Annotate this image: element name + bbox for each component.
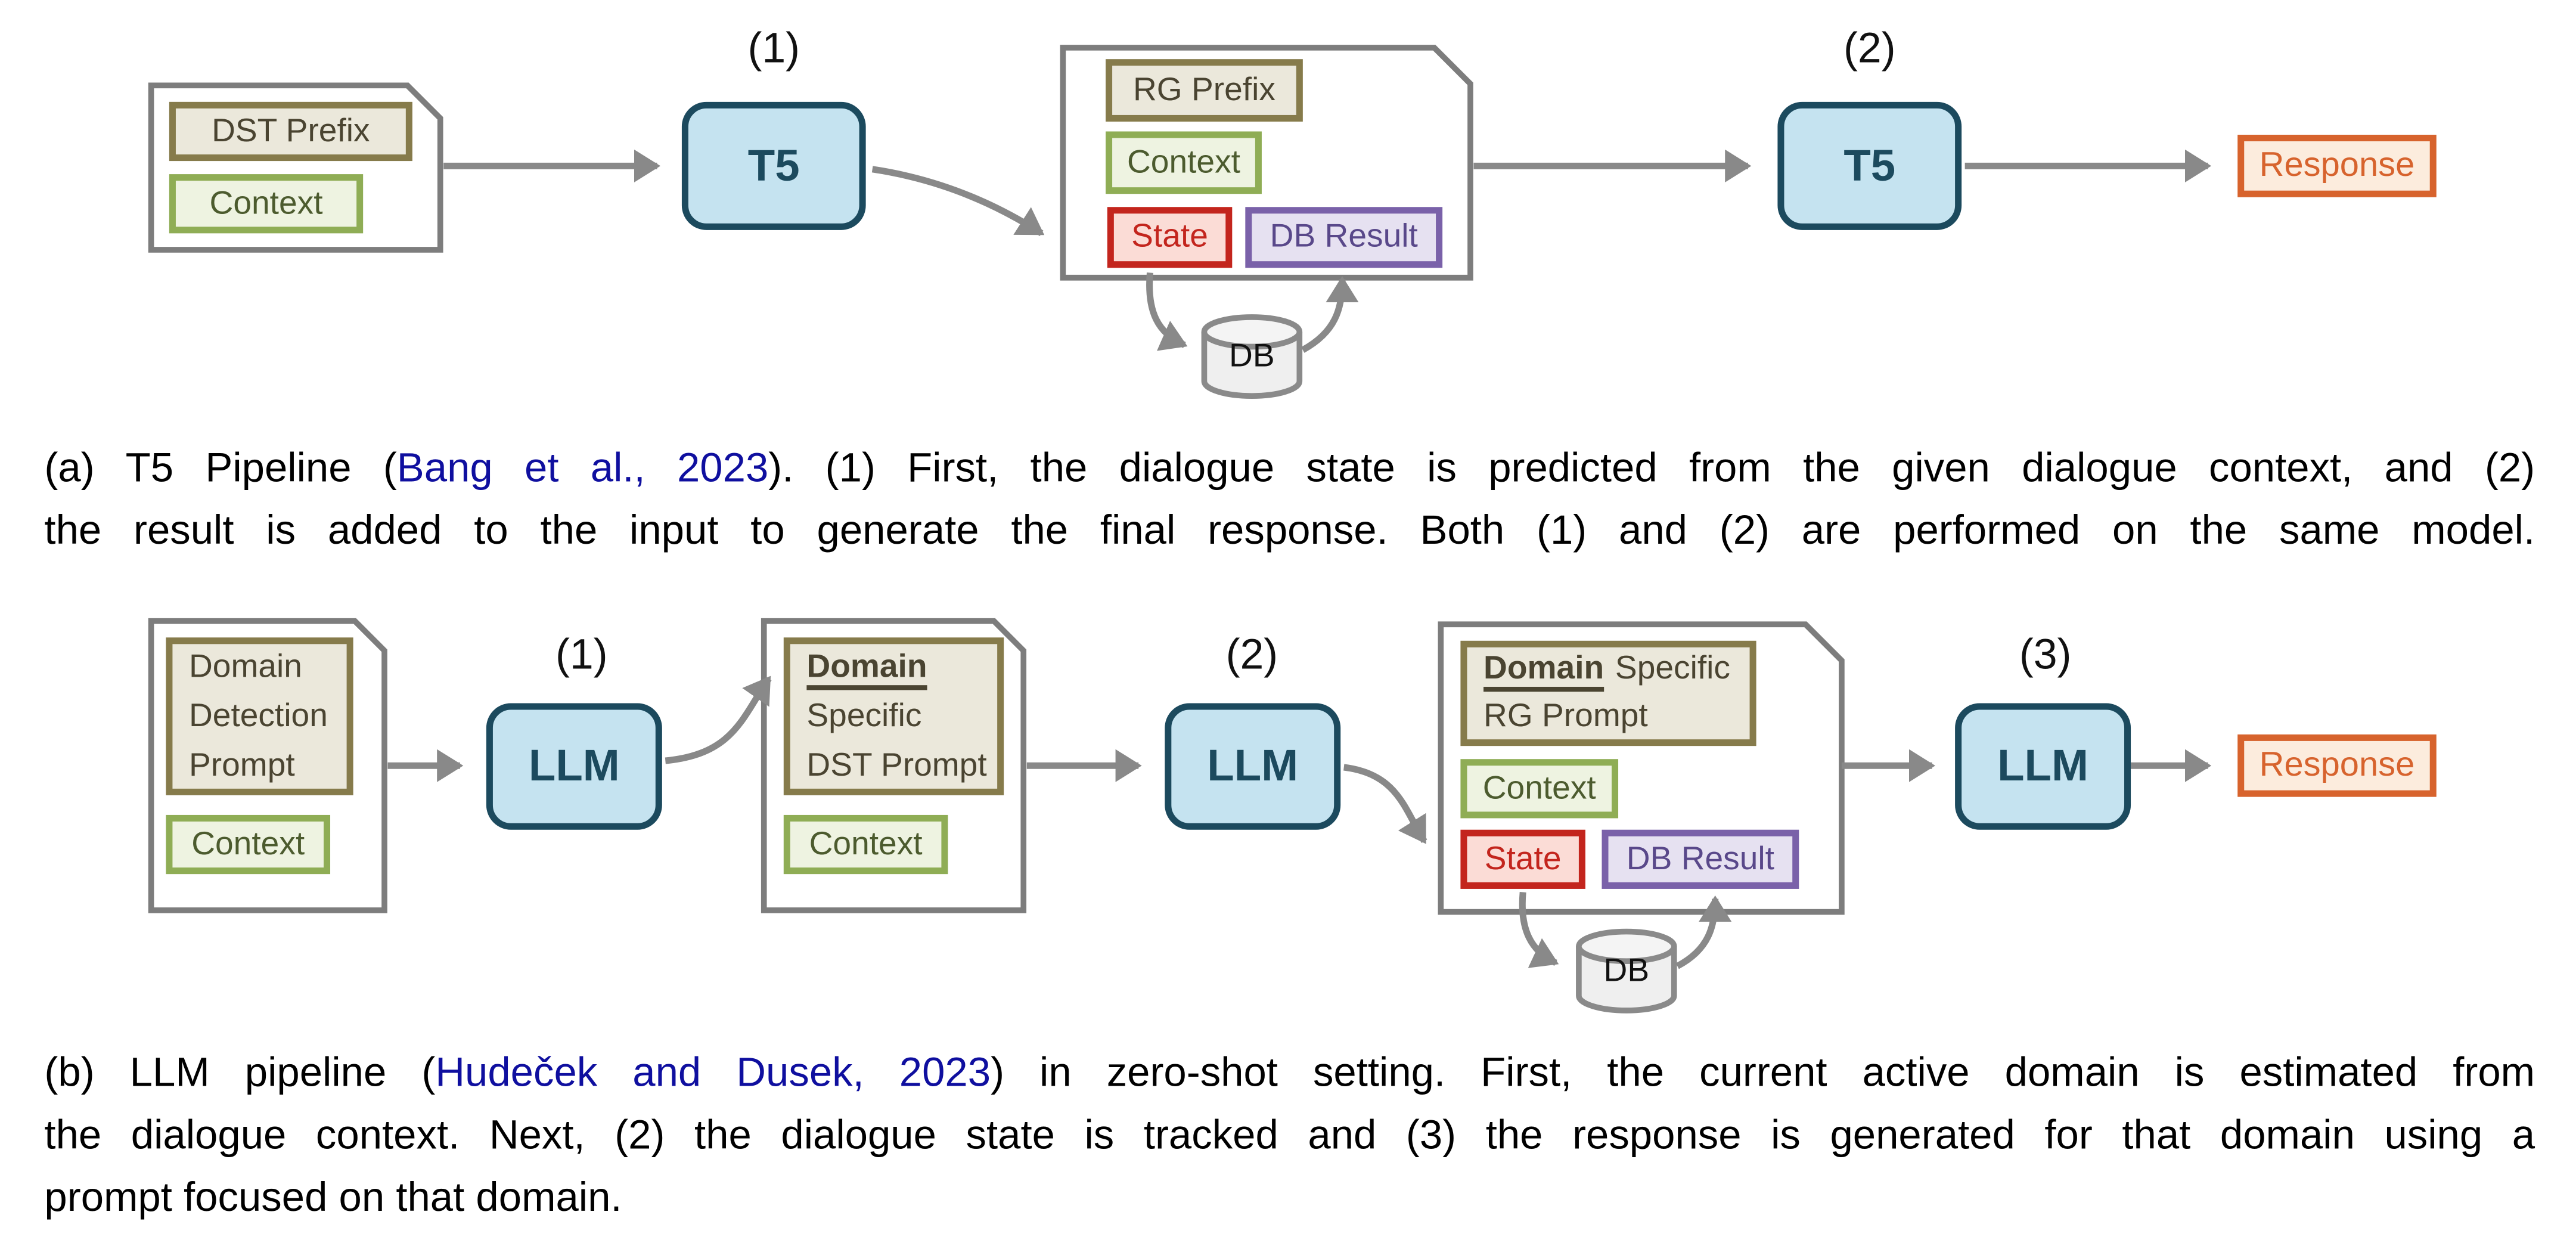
context-box-b3: Context: [1460, 759, 1619, 819]
citation-link-bang-2023[interactable]: Bang et al., 2023: [396, 445, 769, 492]
step-label-a2: (2): [1843, 23, 1896, 73]
rg-prompt-line2: RG Prompt: [1483, 698, 1648, 735]
arrow-llm1-to-domain: [665, 675, 772, 764]
db-result-box-a: DB Result: [1245, 207, 1443, 268]
caption-a: (a) T5 Pipeline (Bang et al., 2023). (1)…: [44, 437, 2535, 562]
step-label-b3: (3): [2019, 629, 2072, 679]
llm-model-box-1: LLM: [486, 703, 662, 830]
llm-model-box-2: LLM: [1165, 703, 1341, 830]
response-box-a: Response: [2237, 134, 2437, 197]
arrow-llm2-to-state: [1343, 764, 1427, 844]
dst-prompt-line3: DST Prompt: [806, 747, 987, 784]
state-box-b: State: [1460, 829, 1585, 889]
t5-model-box-2: T5: [1777, 101, 1962, 230]
db-cylinder-b: [1576, 928, 1677, 1014]
domain-detection-line2: Detection: [188, 698, 328, 735]
db-result-box-b: DB Result: [1602, 829, 1799, 889]
context-box-b2: Context: [783, 814, 948, 875]
caption-b-line2: the dialogue context. Next, (2) the dial…: [44, 1112, 2535, 1158]
db-label-a: DB: [1229, 338, 1275, 375]
step-label-b1: (1): [555, 629, 608, 679]
caption-b-line1: (b) LLM pipeline (Hudeček and Dusek, 202…: [44, 1042, 2535, 1104]
db-label-b: DB: [1603, 953, 1650, 990]
context-box-a2: Context: [1106, 131, 1262, 194]
step-label-a1: (1): [747, 23, 800, 73]
caption-a-after-link: ). (1) First, the dialogue state is pred…: [768, 445, 2535, 492]
arrow-db-to-dbresult-a: [1301, 275, 1359, 353]
context-box-b1: Context: [166, 814, 331, 875]
llm-model-box-3: LLM: [1955, 703, 2131, 830]
t5-model-box-1: T5: [681, 101, 866, 230]
dst-prefix-box: DST Prefix: [169, 101, 412, 162]
domain-detection-line3: Prompt: [188, 747, 295, 784]
caption-b-prefix: (b) LLM pipeline (: [44, 1050, 436, 1096]
arrow-state-a-to-db: [1146, 272, 1188, 351]
caption-a-line2: the result is added to the input to gene…: [44, 507, 2535, 554]
domain-detection-prompt-box: Domain Detection Prompt: [166, 637, 353, 795]
caption-b-after-link: ) in zero-shot setting. First, the curre…: [991, 1050, 2535, 1096]
caption-a-prefix: (a) T5 Pipeline (: [44, 445, 397, 492]
arrow-state-b-to-db: [1519, 891, 1559, 968]
caption-a-line1: (a) T5 Pipeline (Bang et al., 2023). (1)…: [44, 437, 2535, 500]
arrow-db-to-dbresult-b: [1675, 895, 1732, 969]
response-box-b: Response: [2237, 734, 2437, 797]
context-box-a1: Context: [169, 174, 364, 234]
rg-prefix-box: RG Prefix: [1106, 59, 1303, 122]
dst-prompt-line2: Specific: [806, 698, 922, 735]
rg-prompt-specific-word: Specific: [1615, 650, 1730, 687]
arrow-t5-1-to-state: [871, 166, 1045, 236]
db-cylinder-a: [1201, 314, 1303, 399]
rg-prompt-domain-word: Domain: [1483, 650, 1604, 687]
caption-b: (b) LLM pipeline (Hudeček and Dusek, 202…: [44, 1042, 2535, 1229]
domain-specific-rg-prompt-box: Domain Specific RG Prompt: [1460, 640, 1756, 746]
state-box-a: State: [1107, 207, 1233, 268]
rg-prompt-line1: Domain Specific: [1483, 646, 1730, 693]
step-label-b2: (2): [1225, 629, 1278, 679]
dst-prompt-domain-word: Domain: [806, 649, 927, 686]
citation-link-hudecek-2023[interactable]: Hudeček and Dusek, 2023: [435, 1050, 991, 1096]
caption-b-line3: prompt focused on that domain.: [44, 1174, 622, 1221]
domain-specific-dst-prompt-box: Domain Specific DST Prompt: [783, 637, 1004, 795]
domain-detection-line1: Domain: [188, 649, 302, 686]
